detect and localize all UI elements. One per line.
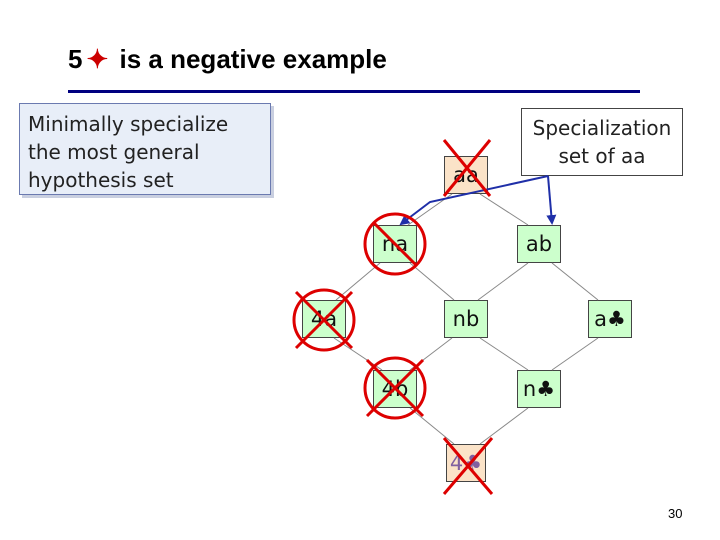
callout-left-text: Minimally specialize the most general hy… <box>28 112 229 192</box>
circle-cross-4b-icon <box>363 356 427 420</box>
node-nb: nb <box>444 300 488 338</box>
node-a-club: a♣ <box>588 300 632 338</box>
node-ab: ab <box>517 225 561 263</box>
title-suffix: is a negative example <box>119 44 387 74</box>
circle-cross-na-icon <box>363 212 427 276</box>
lattice-edges <box>333 193 599 445</box>
arrow-to-na <box>399 175 549 226</box>
circle-cross-4a-icon <box>292 288 356 352</box>
title-underline <box>68 90 640 93</box>
slide-title: 5✦ is a negative example <box>68 44 387 75</box>
cross-aa-icon <box>442 139 492 197</box>
arrow-to-ab <box>546 175 557 225</box>
callout-specialization-set: Specialization set of aa <box>521 108 683 176</box>
star-icon: ✦ <box>86 44 109 74</box>
specialization-arrows <box>399 175 557 226</box>
callout-minimally-specialize: Minimally specialize the most general hy… <box>19 103 271 195</box>
title-prefix: 5 <box>68 44 83 74</box>
node-n-club: n♣ <box>517 370 561 408</box>
page-number: 30 <box>668 506 683 521</box>
callout-right-text: Specialization set of aa <box>532 116 672 168</box>
cross-4-club-icon <box>442 437 494 495</box>
